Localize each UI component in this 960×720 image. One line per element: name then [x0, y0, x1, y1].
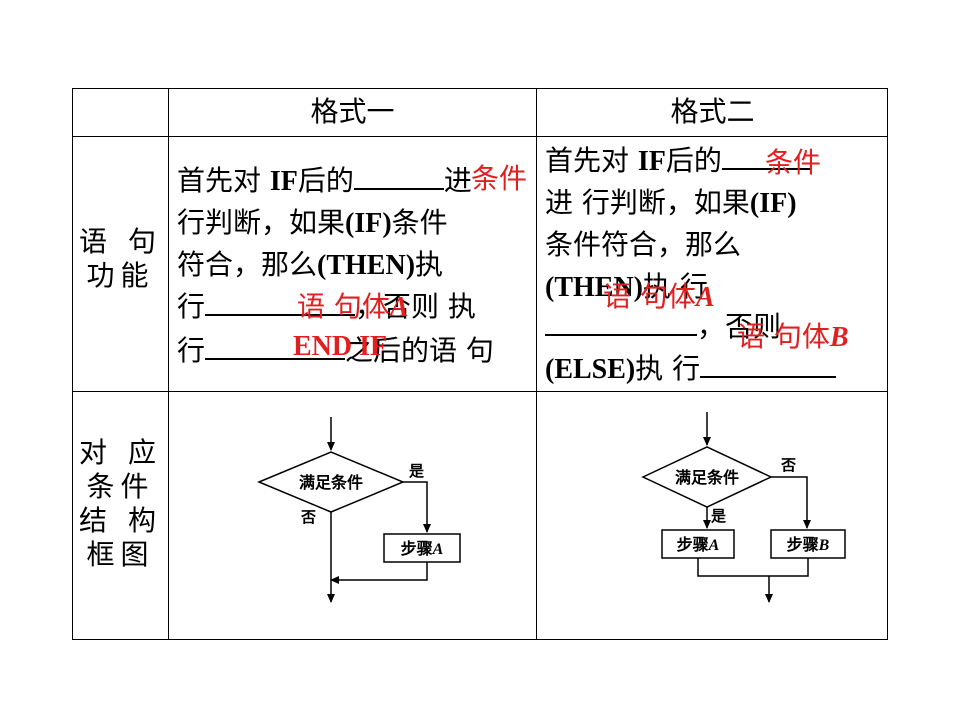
format1-line-3: 符合，那么(THEN)执 [177, 248, 444, 281]
yes-branch [403, 481, 431, 533]
format1-function-cell: 首先对 IF后的进 行判断，如果(IF)条件 符合，那么(THEN)执 行，否则… [169, 137, 536, 391]
header-format-2: 格式二 [670, 95, 755, 128]
answer-condition-2: 条件 [765, 146, 822, 179]
format2-line-4: (THEN)执 行 [545, 270, 708, 303]
row-label-line: 对 应 [79, 436, 162, 469]
flowchart-1-cell: 满足条件 是 步骤A 否 [169, 392, 536, 640]
format2-line-3: 条件符合，那么 [545, 228, 742, 261]
row-label-line: 结 构 [79, 504, 162, 537]
merge-line [697, 558, 809, 577]
answer-statement-a-2: 语 句体A [603, 280, 715, 313]
row-label-line: 框图 [86, 538, 155, 571]
answer-condition: 条件 [471, 162, 528, 195]
row-label-line: 语 句 [79, 225, 162, 258]
flowchart-2: 满足条件 否 是 步骤A 步骤B [641, 412, 846, 603]
format2-line-2: 进 行判断，如果(IF) [545, 186, 797, 219]
row-label-flowchart: 对 应 条件 结 构 框图 [73, 392, 168, 640]
fill-blank [205, 313, 356, 316]
step-b-box [770, 529, 846, 559]
decision-label: 满足条件 [675, 468, 739, 487]
yes-label: 是 [710, 507, 727, 525]
format1-line-1: 首先对 IF后的进 [177, 164, 472, 197]
flowchart-2-cell: 满足条件 否 是 步骤A 步骤B [537, 392, 888, 640]
yes-label: 是 [408, 462, 425, 480]
format1-line-4: 行，否则 执 [177, 290, 476, 323]
header-format-1: 格式一 [310, 95, 395, 128]
format2-function-cell: 首先对 IF后的 进 行判断，如果(IF) 条件符合，那么 (THEN)执 行 … [537, 137, 888, 391]
answer-end-if: END IF [293, 331, 388, 362]
step-b-label: 步骤B [787, 535, 830, 554]
row-divider [73, 391, 887, 392]
no-label: 否 [300, 508, 316, 526]
fill-blank [545, 333, 697, 336]
format2-line-6: (ELSE)执 行 [545, 351, 837, 387]
no-branch [771, 476, 811, 529]
answer-statement-a: 语 句体A [297, 290, 409, 323]
step-a-label: 步骤A [677, 535, 720, 554]
comparison-table: 格式一 格式二 语 句 功能 首先对 IF后的进 行判断，如果(IF)条件 符合… [72, 88, 888, 640]
format2-line-1: 首先对 IF后的 [545, 143, 810, 179]
fill-blank [205, 357, 346, 360]
format1-line-2: 行判断，如果(IF)条件 [177, 206, 448, 239]
column-divider [536, 89, 537, 639]
merge-line [330, 562, 428, 584]
decision-label: 满足条件 [299, 473, 363, 492]
answer-statement-b: 语 句体B [737, 320, 849, 353]
format2-line-5: ，否则 [545, 309, 781, 344]
format1-line-5: 行之后的语 句 [177, 334, 494, 367]
no-label: 否 [780, 456, 796, 474]
step-a-label: 步骤A [401, 539, 444, 558]
fill-blank [721, 167, 810, 170]
row-divider [73, 136, 887, 137]
fill-blank [353, 187, 444, 190]
row-label-line: 功能 [86, 259, 155, 292]
column-divider [168, 89, 169, 639]
step-a-box [383, 533, 461, 563]
fill-blank [700, 375, 837, 378]
row-label-function: 语 句 功能 [73, 137, 168, 391]
flowchart-1: 满足条件 是 步骤A 否 [257, 417, 461, 603]
row-label-line: 条件 [86, 470, 155, 503]
